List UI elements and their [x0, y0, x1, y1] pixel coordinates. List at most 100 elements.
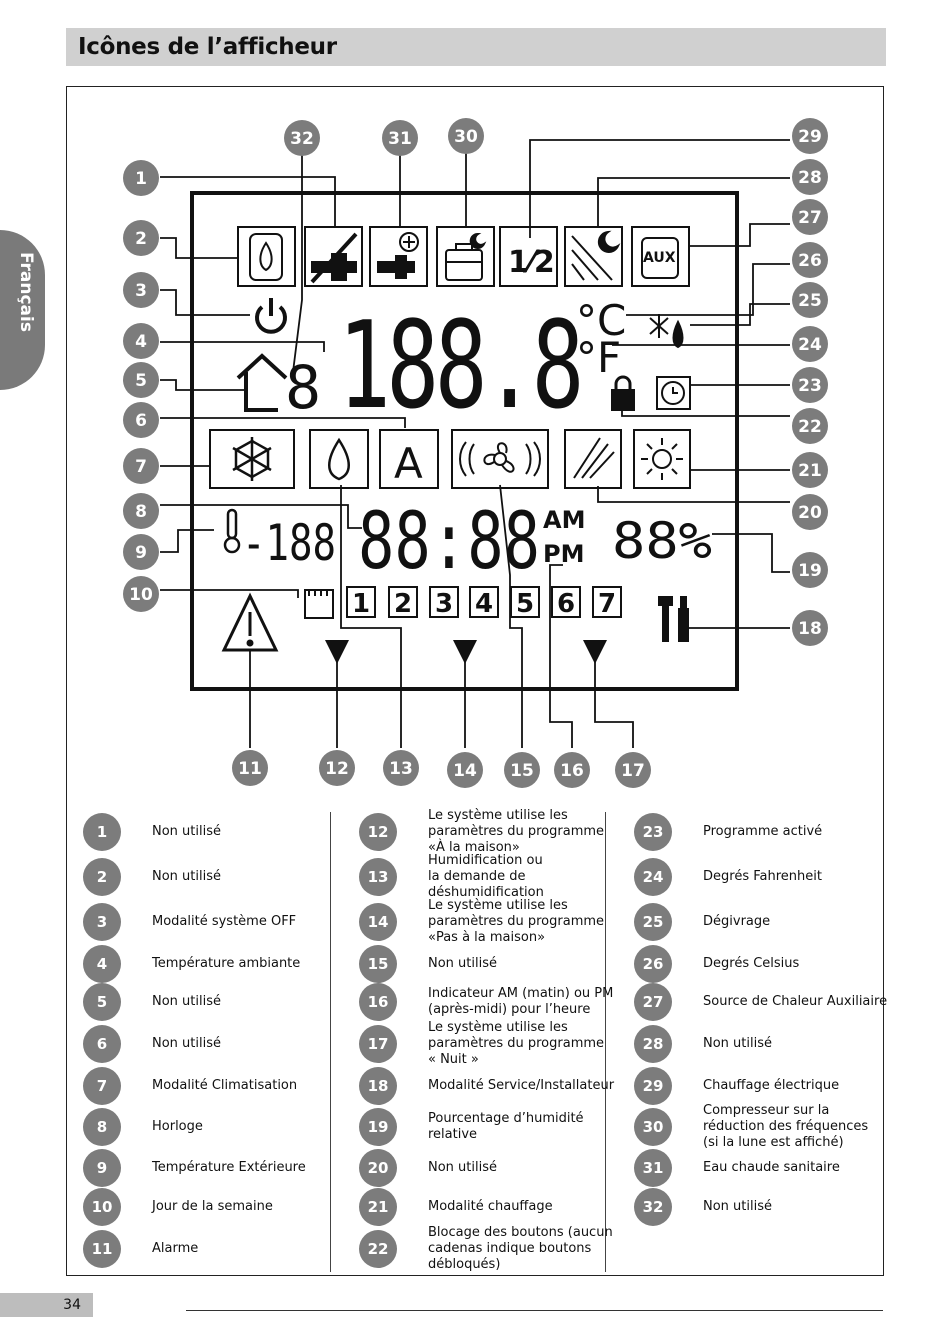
callout-badge-number: 22 — [798, 417, 822, 437]
power-icon — [255, 305, 287, 334]
legend-description: Dégivrage — [703, 914, 770, 930]
callout-badge-circle — [792, 118, 828, 154]
callout-badge-circle — [123, 402, 159, 438]
callout-badge-number: 23 — [798, 376, 822, 396]
day-2: 2 — [394, 589, 412, 619]
legend-description-line: « Nuit » — [428, 1052, 479, 1067]
callout-badge-number: 25 — [798, 291, 822, 311]
legend-badge: 2 — [83, 858, 121, 896]
callout-badge-number: 14 — [453, 761, 477, 781]
program-clock-icon — [656, 376, 691, 410]
legend-description: Chauffage électrique — [703, 1078, 839, 1094]
legend-badge: 21 — [359, 1188, 397, 1226]
aux-heater-icon — [631, 226, 690, 287]
callout-badge-number: 20 — [798, 503, 822, 523]
legend-description-line: paramètres du programme — [428, 914, 605, 929]
callout-badge-circle — [123, 272, 159, 308]
humidity-drop-icon — [309, 429, 369, 489]
callout-badge-circle — [123, 493, 159, 529]
legend-description: Non utilisé — [152, 1036, 221, 1052]
callout-badge-number: 27 — [798, 208, 822, 228]
home-program-marker — [325, 640, 349, 664]
legend-badge: 15 — [359, 945, 397, 983]
legend-description: Modalité Service/Installateur — [428, 1078, 614, 1094]
solar-night-icon — [564, 226, 623, 287]
day-5: 5 — [516, 589, 534, 619]
compressor-moon-icon — [436, 226, 495, 287]
legend-badge: 10 — [83, 1188, 121, 1226]
callout-badge-number: 16 — [560, 761, 584, 781]
program-markers — [325, 640, 607, 664]
legend-description: Source de Chaleur Auxiliaire — [703, 994, 887, 1010]
lcd-main-temperature: 188.8 — [338, 297, 580, 436]
legend-description-line: Chauffage électrique — [703, 1078, 840, 1093]
callout-badge-number: 12 — [325, 759, 349, 779]
callout-badge-number: 6 — [135, 411, 147, 431]
day-6: 6 — [557, 589, 575, 619]
legend-description: Jour de la semaine — [152, 1199, 273, 1215]
cooling-mode-icon — [209, 429, 295, 489]
callout-badge-number: 13 — [389, 759, 413, 779]
legend-description-line: Jour de la semaine — [152, 1199, 273, 1214]
tap-no-icon — [304, 226, 363, 287]
callout-badge-number: 17 — [621, 761, 645, 781]
footer-rule — [186, 1310, 883, 1311]
legend-description: Non utilisé — [428, 956, 497, 972]
callout-badge-number: 11 — [238, 759, 262, 779]
legend-description-line: Non utilisé — [703, 1199, 772, 1214]
legend-description-line: Température ambiante — [152, 956, 301, 971]
electric-heat-label: 1⁄2 — [508, 245, 555, 280]
away-program-marker — [453, 640, 477, 664]
legend-description: Degrés Fahrenheit — [703, 869, 822, 885]
callout-badge-number: 28 — [798, 168, 822, 188]
callout-badge-circle — [232, 750, 268, 786]
callout-badge-circle — [792, 367, 828, 403]
am-indicator: AM — [543, 506, 585, 534]
legend-badge: 22 — [359, 1230, 397, 1268]
callout-badge-number: 15 — [510, 761, 534, 781]
legend-separator-2 — [605, 812, 606, 1272]
unit-celsius: °C — [576, 296, 626, 345]
legend-description-line: Non utilisé — [152, 1036, 221, 1051]
callout-badge-circle — [792, 610, 828, 646]
legend-badge: 29 — [634, 1067, 672, 1105]
callout-badge-number: 18 — [798, 619, 822, 639]
legend-badge: 19 — [359, 1108, 397, 1146]
callout-leaders — [160, 139, 790, 748]
legend-description-line: débloqués) — [428, 1257, 501, 1272]
callout-badge-circle — [383, 750, 419, 786]
legend-description-line: «Pas à la maison» — [428, 930, 546, 945]
legend-description-line: Non utilisé — [703, 1036, 772, 1051]
callout-badge-circle — [123, 576, 159, 612]
language-side-tab — [0, 230, 45, 390]
legend-badge: 25 — [634, 903, 672, 941]
legend-description-line: Modalité Climatisation — [152, 1078, 298, 1093]
pm-indicator: PM — [543, 540, 584, 568]
callout-badge-circle — [123, 362, 159, 398]
legend-description-line: la demande de — [428, 869, 526, 884]
legend-description-line: Dégivrage — [703, 914, 771, 929]
callout-badge-circle — [615, 752, 651, 788]
callout-badge-number: 4 — [135, 332, 147, 352]
auto-mode-icon — [379, 429, 439, 489]
legend-description-line: Modalité Service/Installateur — [428, 1078, 615, 1093]
legend-description-line: paramètres du programme — [428, 1036, 605, 1051]
legend-description-line: (après-midi) pour l’heure — [428, 1002, 591, 1017]
service-tools-icon — [658, 596, 689, 642]
page-header: Icônes de l’afficheur — [66, 28, 886, 66]
legend-badge: 31 — [634, 1149, 672, 1187]
legend-description-line: «À la maison» — [428, 840, 520, 855]
legend-description: Température Extérieure — [152, 1160, 306, 1176]
callout-badge-circle — [319, 750, 355, 786]
callout-badge-number: 1 — [135, 169, 147, 189]
callout-badge-circle — [284, 120, 320, 156]
fan-icon — [451, 429, 549, 489]
legend-description-line: Pourcentage d’humidité — [428, 1111, 584, 1126]
lock-icon — [611, 375, 635, 411]
callout-badge-circle — [504, 752, 540, 788]
callout-badge-circle — [792, 159, 828, 195]
legend-description-line: Source de Chaleur Auxiliaire — [703, 994, 888, 1009]
legend-badge: 26 — [634, 945, 672, 983]
